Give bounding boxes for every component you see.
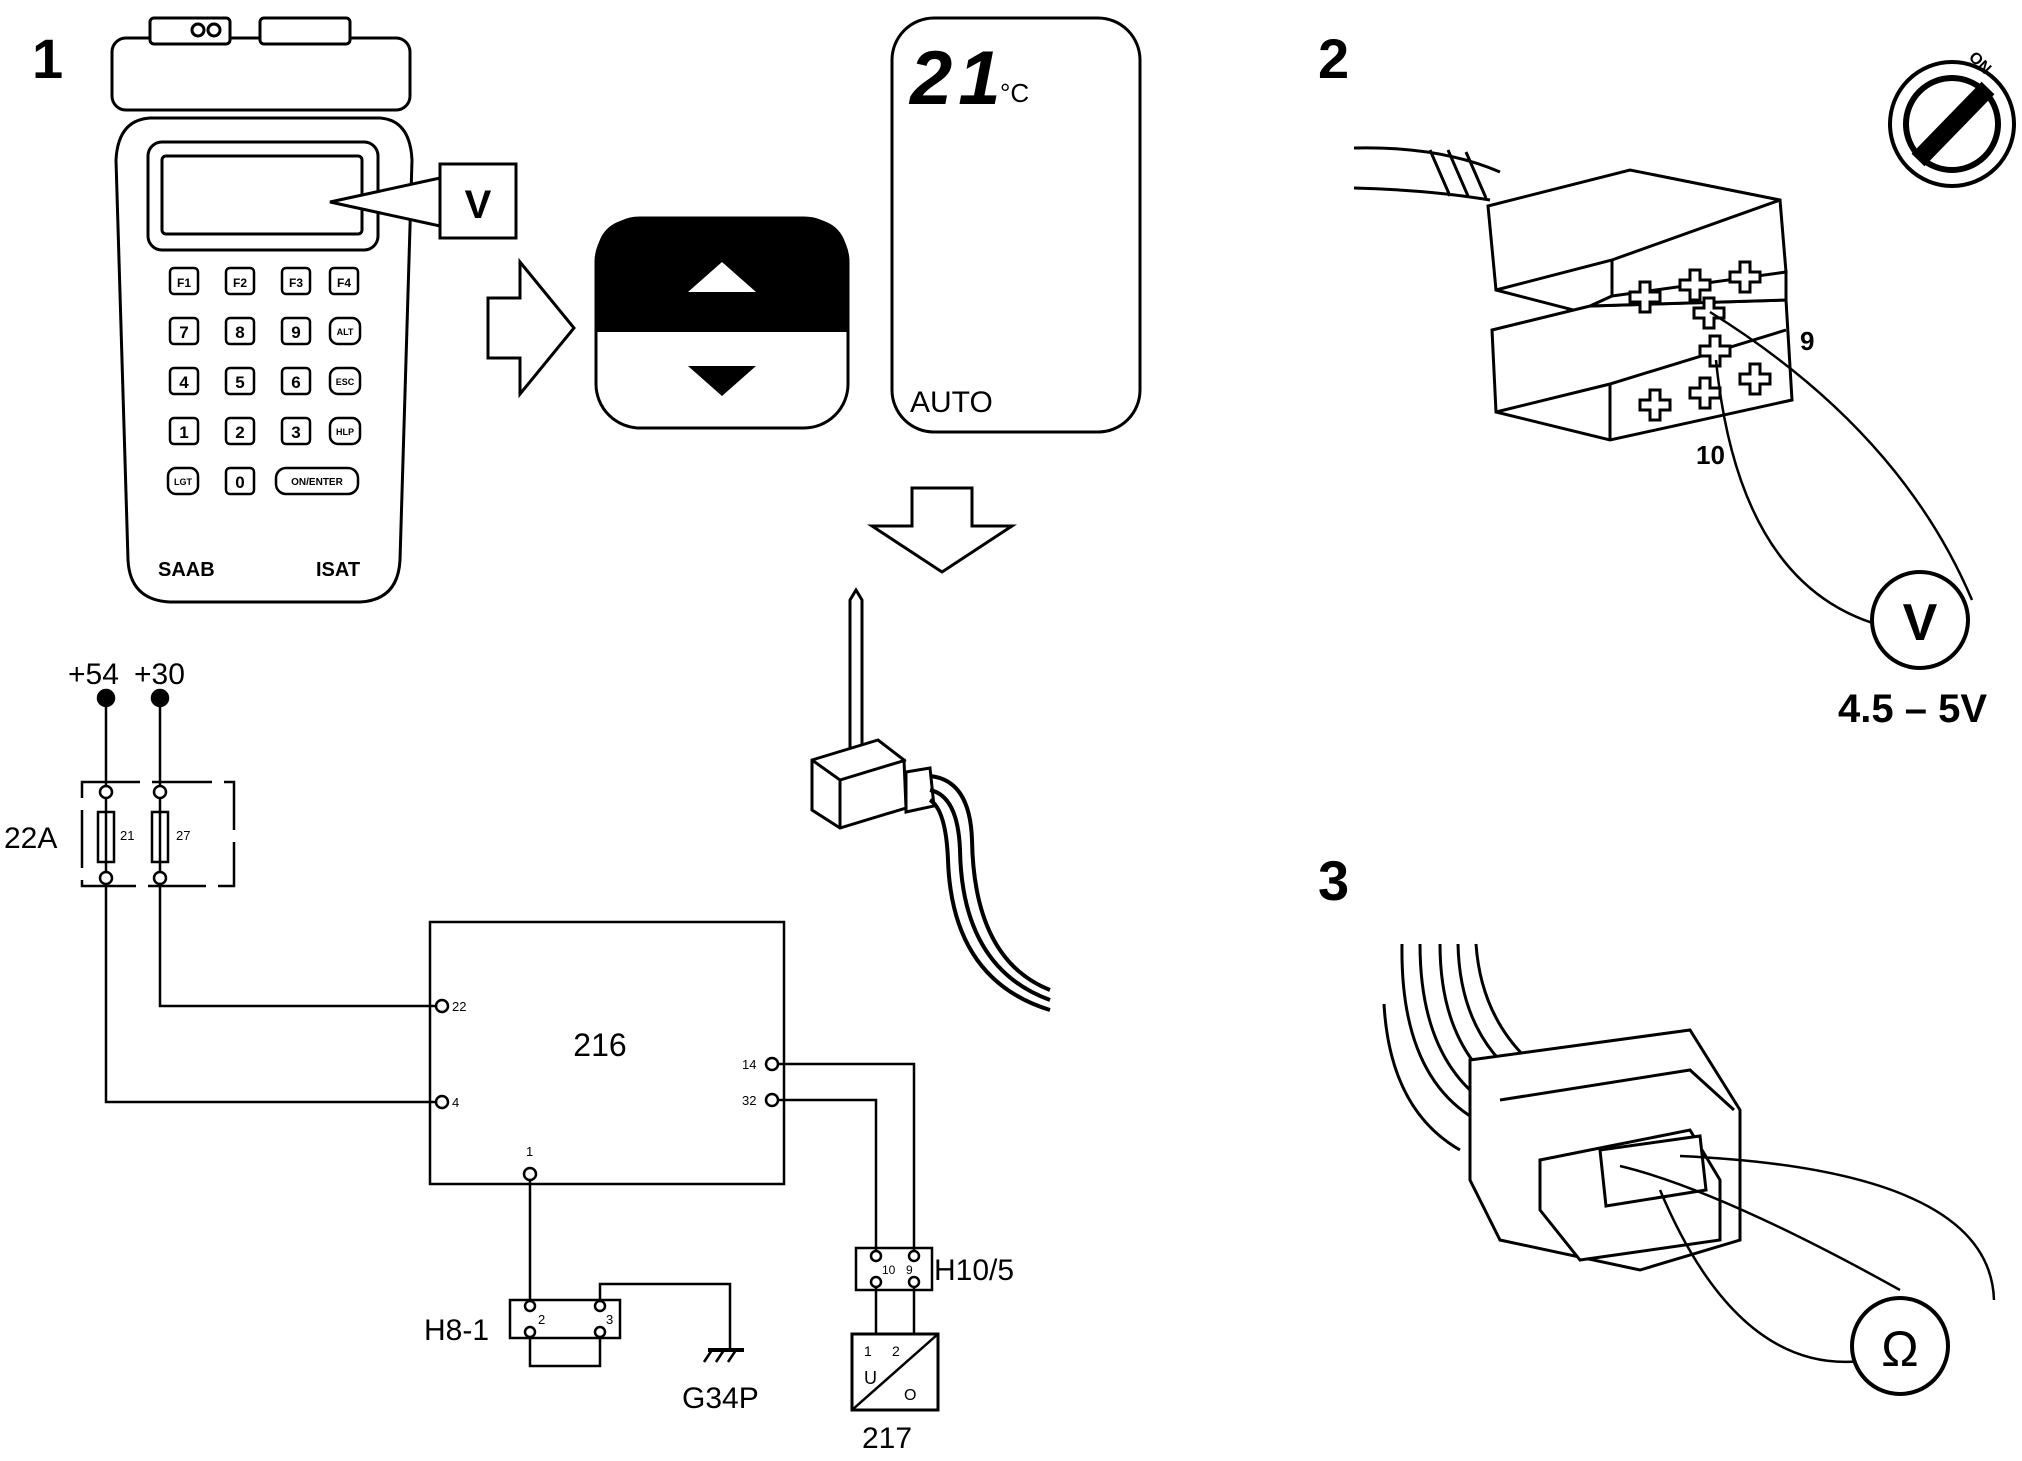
svg-text:HLP: HLP (336, 427, 354, 437)
key-3: 3 (280, 416, 312, 446)
key-hlp: HLP (328, 416, 362, 446)
svg-text:8: 8 (235, 323, 244, 342)
voltmeter-callout (329, 162, 518, 240)
svg-text:5: 5 (235, 373, 244, 392)
connector-3-illustration (1382, 943, 1996, 1364)
arrow-up-icon (688, 262, 756, 292)
arrow-right-icon (486, 257, 576, 399)
h10-label: H10/5 (934, 1254, 1014, 1287)
pin-label-10: 10 (1696, 440, 1725, 470)
wiring-schematic (80, 688, 940, 1412)
tool-brand-label: SAAB (158, 559, 215, 581)
display-temperature-unit: °C (1000, 78, 1029, 108)
arrow-down-large-icon (866, 486, 1018, 574)
ecu-pin-32: 32 (742, 1093, 756, 1108)
arrow-down-icon (688, 366, 756, 396)
voltage-reading: 4.5 – 5V (1838, 687, 1987, 731)
svg-text:F2: F2 (233, 276, 247, 290)
svg-text:F3: F3 (289, 276, 303, 290)
key-4: 4 (168, 366, 200, 396)
svg-text:6: 6 (291, 373, 300, 392)
ecu-pin-4: 4 (452, 1095, 459, 1110)
fuse-label-21: 21 (120, 828, 134, 843)
sensor-pin-2: 2 (892, 1343, 900, 1359)
svg-text:7: 7 (179, 323, 188, 342)
step-number-2: 2 (1318, 27, 1349, 90)
temperature-rocker-switch (594, 216, 850, 430)
ecu-pin-1: 1 (526, 1144, 533, 1159)
svg-text:9: 9 (291, 323, 300, 342)
isat-keypad: F1 F2 F3 F4 7 8 9 ALT 4 5 6 ESC 1 2 3 HL… (166, 266, 362, 496)
key-7: 7 (168, 316, 200, 346)
fuse-label-27: 27 (176, 828, 190, 843)
ignition-key-icon (1888, 60, 2016, 188)
h8-pin-2: 2 (538, 1312, 545, 1327)
ground-label: G34P (682, 1382, 759, 1415)
key-6: 6 (280, 366, 312, 396)
key-alt: ALT (328, 316, 362, 346)
svg-text:ON/ENTER: ON/ENTER (291, 477, 343, 488)
key-lgt: LGT (166, 466, 200, 496)
key-f2: F2 (224, 266, 256, 296)
svg-text:0: 0 (235, 473, 244, 492)
key-esc: ESC (328, 366, 362, 396)
schematic-labels: +54 +30 22A 21 27 216 22 4 14 32 1 H10/5… (4, 658, 1014, 1455)
pin-label-9: 9 (1800, 326, 1814, 356)
svg-text:F1: F1 (177, 276, 191, 290)
ohmmeter-symbol: Ω (1881, 1321, 1918, 1377)
svg-text:1: 1 (179, 423, 188, 442)
svg-text:F4: F4 (337, 276, 351, 290)
ohmmeter-icon (1850, 1296, 1950, 1396)
voltmeter-symbol: V (1903, 594, 1938, 652)
key-1: 1 (168, 416, 200, 446)
sensor-u-mark: U (864, 1368, 877, 1388)
key-9: 9 (280, 316, 312, 346)
svg-text:2: 2 (235, 423, 244, 442)
tool-model-label: ISAT (316, 559, 360, 581)
connector-2-illustration (1353, 146, 1974, 632)
callout-meter-label: V (465, 183, 492, 227)
isat-tester-illustration (110, 16, 414, 604)
key-8: 8 (224, 316, 256, 346)
fusebox-label: 22A (4, 822, 57, 855)
key-on-enter: ON/ENTER (274, 466, 360, 496)
supply-label-54: +54 (68, 658, 119, 691)
svg-text:LGT: LGT (174, 477, 192, 487)
h8-pin-3: 3 (606, 1312, 613, 1327)
step-number-3: 3 (1318, 849, 1349, 912)
display-temperature-value: 21 (908, 36, 1007, 121)
svg-text:ESC: ESC (336, 377, 355, 387)
ecu-pin-22: 22 (452, 999, 466, 1014)
climate-display-panel (890, 16, 1142, 434)
key-f1: F1 (168, 266, 200, 296)
sensor-label: 217 (862, 1422, 912, 1455)
key-0: 0 (224, 466, 256, 496)
key-2: 2 (224, 416, 256, 446)
svg-text:3: 3 (291, 423, 300, 442)
ecu-pin-14: 14 (742, 1057, 756, 1072)
key-f4: F4 (328, 266, 360, 296)
sensor-o-mark: O (904, 1387, 916, 1404)
display-mode-label: AUTO (910, 386, 993, 419)
sensor-pin-1: 1 (864, 1343, 872, 1359)
svg-text:ALT: ALT (337, 327, 354, 337)
h10-pin-9: 9 (906, 1263, 913, 1277)
key-f3: F3 (280, 266, 312, 296)
key-5: 5 (224, 366, 256, 396)
temperature-sensor-illustration (810, 587, 1051, 1012)
ecu-label: 216 (573, 1027, 626, 1063)
svg-text:4: 4 (179, 373, 189, 392)
h10-pin-10: 10 (882, 1263, 896, 1277)
supply-label-30: +30 (134, 658, 185, 691)
h8-label: H8-1 (424, 1314, 489, 1347)
voltmeter-icon (1870, 570, 1970, 670)
step-number-1: 1 (32, 27, 63, 90)
